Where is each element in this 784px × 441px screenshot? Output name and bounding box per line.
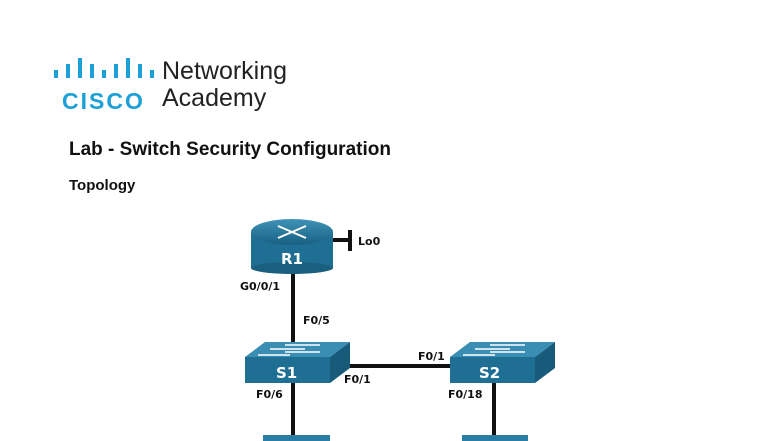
label-s1-f01: F0/1 [344, 373, 371, 386]
s1-label: S1 [276, 364, 297, 382]
label-s2-f01: F0/1 [418, 350, 445, 363]
switch-arrows-icon [258, 344, 320, 356]
logo-line1: Networking [162, 57, 288, 85]
links [291, 230, 496, 441]
cisco-bars-icon [54, 58, 154, 78]
section-heading: Topology [69, 177, 136, 194]
cisco-wordmark: cisco [62, 88, 145, 114]
label-s1-f05: F0/5 [303, 314, 330, 327]
page-title: Lab - Switch Security Configuration [69, 139, 391, 160]
label-s1-f06: F0/6 [256, 388, 283, 401]
academy-text: Networking Academy [162, 58, 287, 112]
label-g001: G0/0/1 [240, 280, 280, 293]
s2-label: S2 [479, 364, 500, 382]
router-arrows-icon [277, 225, 307, 239]
device-below-s2 [462, 435, 528, 441]
label-s2-f018: F0/18 [448, 388, 483, 401]
logo-line2: Academy [162, 84, 267, 112]
label-lo0: Lo0 [358, 235, 381, 248]
router-r1[interactable]: R1 [251, 219, 333, 274]
switch-s2[interactable]: S2 [450, 342, 555, 383]
cisco-logo: cisco [54, 58, 154, 114]
device-below-s1 [263, 435, 330, 441]
switch-arrows-icon [463, 344, 525, 356]
switch-s1[interactable]: S1 [245, 342, 350, 383]
r1-label: R1 [281, 250, 303, 268]
